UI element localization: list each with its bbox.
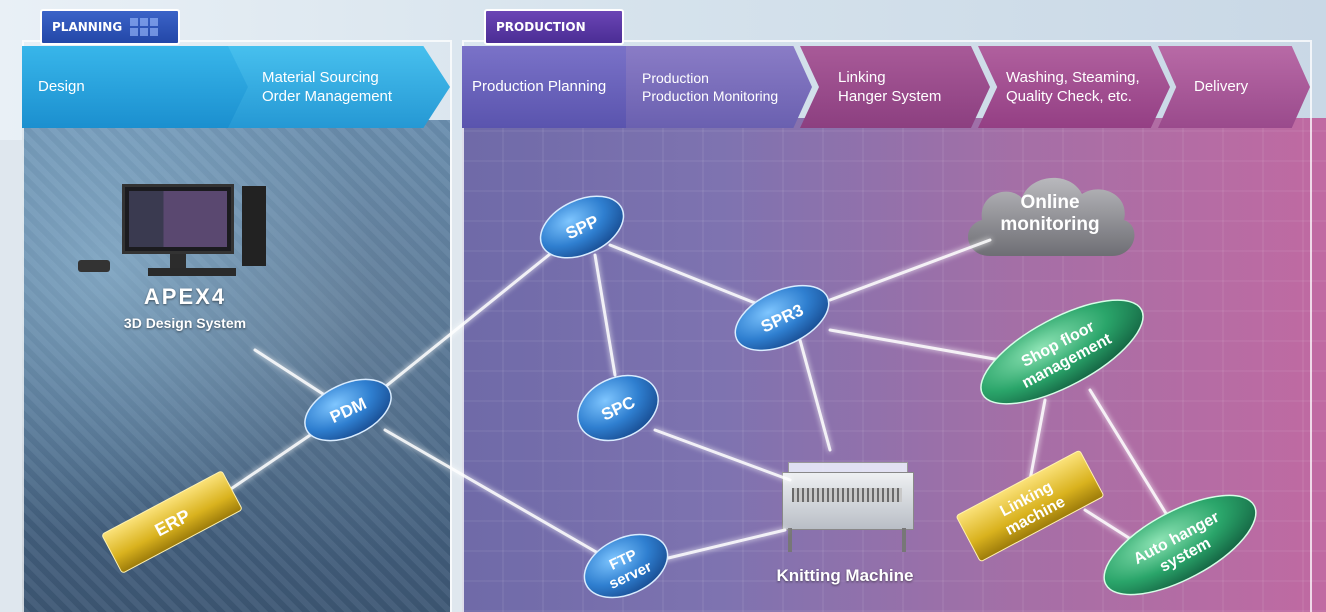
knitting-machine-icon: [778, 462, 916, 554]
ftp-server-node: FTP server: [583, 533, 669, 599]
planning-frame: [22, 40, 452, 612]
online-line1-text: Online: [1020, 192, 1079, 213]
step-washing-line1: Washing, Steaming,: [1006, 68, 1140, 86]
link-spr3-knit: [798, 338, 832, 452]
step-design: Design: [22, 46, 262, 128]
erp-node: ERP: [102, 471, 242, 573]
step-production-monitoring: Production Production Monitoring: [626, 46, 812, 128]
step-delivery: Delivery: [1158, 46, 1310, 128]
step-linking-line2: Hanger System: [838, 88, 942, 105]
link-spr3-cloud: [828, 238, 992, 302]
step-material-sourcing: Material Sourcing Order Management: [228, 46, 450, 128]
step-production-planning: Production Planning: [462, 46, 640, 128]
shop-floor-node: Shop floor management: [980, 299, 1144, 405]
online-line2-text: monitoring: [1000, 214, 1099, 235]
knitting-machine-label: Knitting Machine: [776, 566, 914, 585]
step-washing-line2: Quality Check, etc.: [1006, 88, 1132, 105]
link-spp-spc: [593, 253, 617, 377]
step-production-planning-label: Production Planning: [472, 78, 607, 96]
spr3-node: SPR3: [734, 284, 830, 352]
cloud-icon: Online monitoring: [968, 177, 1135, 256]
apex4-logo: APEX4: [143, 284, 227, 309]
link-pdm-spp: [373, 248, 557, 397]
computer-icon: [78, 184, 266, 284]
step-sourcing-line1: Material Sourcing: [262, 68, 379, 86]
step-design-label: Design: [38, 78, 85, 96]
grid-icon: [130, 18, 159, 36]
link-spr3-shop: [828, 328, 1002, 362]
production-tab: PRODUCTION: [484, 9, 624, 45]
step-sourcing-line2: Order Management: [262, 88, 393, 105]
step-linking: Linking Hanger System: [800, 46, 990, 128]
linking-machine-node: Linking machine: [956, 450, 1104, 562]
production-tab-label: PRODUCTION: [496, 20, 586, 34]
step-delivery-label: Delivery: [1194, 78, 1249, 96]
planning-tab-label: PLANNING: [52, 20, 123, 34]
spc-node: SPC: [577, 374, 659, 442]
apex4-subtitle: 3D Design System: [123, 315, 247, 331]
spp-node: SPP: [539, 195, 625, 259]
step-monitoring-line2: Production Monitoring: [642, 88, 779, 104]
step-monitoring-line1: Production: [642, 69, 709, 86]
auto-hanger-node: Auto hanger system: [1103, 494, 1257, 596]
link-shop-auto: [1088, 388, 1172, 522]
link-ftp-knit: [658, 528, 787, 562]
step-washing: Washing, Steaming, Quality Check, etc.: [978, 46, 1170, 128]
planning-tab: PLANNING: [40, 9, 180, 45]
link-shop-linking: [1028, 398, 1047, 482]
planning-background: [22, 120, 450, 612]
link-pdm-ftp: [383, 428, 612, 562]
pdm-node: PDM: [304, 378, 392, 442]
step-linking-line1: Linking: [838, 68, 886, 86]
link-spp-spr3: [608, 243, 762, 307]
link-spc-knit: [653, 428, 792, 482]
